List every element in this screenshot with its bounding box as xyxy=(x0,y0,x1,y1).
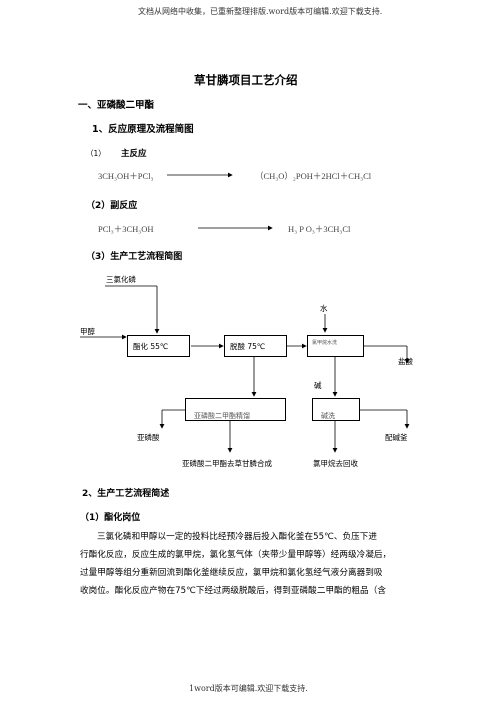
paragraph-line: 三氯化磷和甲醇以一定的投料比经预冷器后投入酯化釜在55℃、负压下进 xyxy=(97,532,378,542)
process-box-mecl-water-wash: 氯甲烷水洗 xyxy=(307,335,364,357)
main-reaction-number: （1） xyxy=(86,149,106,158)
process-box-alkali-wash: 碱洗 xyxy=(312,398,360,421)
flow-label-pcl3: 三氯化磷 xyxy=(106,275,136,284)
flow-diagram-heading: （3）生产工艺流程简图 xyxy=(86,252,183,262)
paragraph-line: 行酯化反应，反应生成的氯甲烷，氯化氢气体（夹带少量甲醇等）经两级冷凝后， xyxy=(80,550,392,560)
side-reaction-reactants: PCl₃＋3CH₃OH xyxy=(98,224,154,234)
process-box-deacidification: 脱酸 75℃ xyxy=(224,335,287,357)
side-reaction-products: H₃ P O₃＋3CH₃Cl xyxy=(288,224,351,234)
subsection-heading-reaction-principle: 1、反应原理及流程简图 xyxy=(92,124,194,135)
flow-label-alkali: 碱 xyxy=(314,381,322,390)
process-box-deacidification-label: 脱酸 75℃ xyxy=(230,342,266,351)
flow-label-phosphorous-acid: 亚磷酸 xyxy=(137,433,160,442)
page-header: 文档从网络中收集，已重新整理排版.word版本可编辑.欢迎下载支持. xyxy=(138,7,383,16)
subsection-heading-esterification-post: （1）酯化岗位 xyxy=(80,513,141,523)
section-heading-1: 一、亚磷酸二甲酯 xyxy=(78,100,155,111)
document-title: 草甘膦项目工艺介绍 xyxy=(194,73,298,87)
process-box-dmp-rectification: 亚磷酸二甲酯精馏 xyxy=(185,398,286,421)
main-reaction-products: （CH₃O）₂POH＋2HCl＋CH₃Cl xyxy=(255,171,372,181)
main-reaction-reactants: 3CH₃OH＋PCl₃ xyxy=(98,171,154,181)
paragraph-line: 收岗位。酯化反应产物在75℃下经过两级脱酸后，得到亚磷酸二甲酯的粗品（含 xyxy=(80,586,386,596)
paragraph-line: 过量甲醇等组分重新回流到酯化釜继续反应，氯甲烷和氯化氢经气液分离器到吸 xyxy=(80,568,383,578)
process-box-dmp-rectification-label: 亚磷酸二甲酯精馏 xyxy=(194,412,250,420)
process-box-alkali-wash-label: 碱洗 xyxy=(321,412,335,420)
process-description-paragraph: 三氯化磷和甲醇以一定的投料比经预冷器后投入酯化釜在55℃、负压下进 行酯化反应，… xyxy=(80,528,430,600)
process-box-mecl-water-wash-label: 氯甲烷水洗 xyxy=(312,340,338,346)
page-footer: 1word版本可编辑.欢迎下载支持. xyxy=(189,684,308,693)
flow-label-lye-tank: 配碱釜 xyxy=(385,433,408,442)
flow-label-water: 水 xyxy=(320,304,328,313)
flow-label-mecl-recovery: 氯甲烷去回收 xyxy=(313,459,358,468)
flow-label-methanol: 甲醇 xyxy=(80,327,95,336)
side-reaction-label: （2）副反应 xyxy=(86,201,138,211)
subsection-heading-process-description: 2、生产工艺流程简述 xyxy=(82,489,170,499)
main-reaction-label: 主反应 xyxy=(121,149,147,159)
flow-label-to-glyphosate: 亚磷酸二甲酯去草甘膦合成 xyxy=(182,459,272,468)
process-box-esterification: 酯化 55℃ xyxy=(127,335,190,357)
process-box-esterification-label: 酯化 55℃ xyxy=(133,342,169,351)
flow-label-hydrochloric-acid: 盐酸 xyxy=(398,357,413,366)
